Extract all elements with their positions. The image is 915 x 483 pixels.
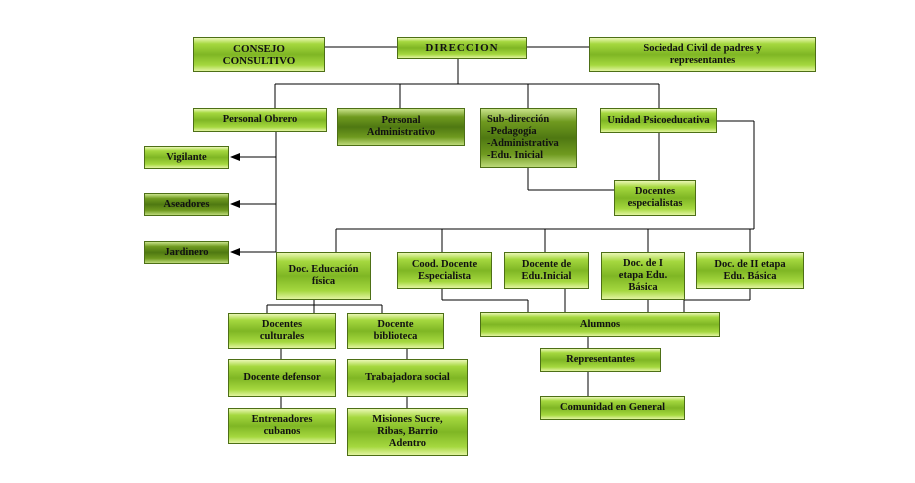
node-misiones: Misiones Sucre, Ribas, Barrio Adentro [347,408,468,456]
node-doc-i-etapa: Doc. de I etapa Edu. Básica [601,252,685,300]
node-consejo-consultivo: CONSEJO CONSULTIVO [193,37,325,72]
node-personal-obrero: Personal Obrero [193,108,327,132]
node-jardinero: Jardinero [144,241,229,264]
node-doc-educacion-fisica: Doc. Educación física [276,252,371,300]
node-representantes: Representantes [540,348,661,372]
node-personal-administrativo: Personal Administrativo [337,108,465,146]
node-unidad-psicoeducativa: Unidad Psicoeducativa [600,108,717,133]
node-docente-defensor: Docente defensor [228,359,336,397]
node-subdireccion: Sub-dirección -Pedagogía -Administrativa… [480,108,577,168]
node-doc-ii-etapa: Doc. de II etapa Edu. Básica [696,252,804,289]
node-docente-edu-inicial: Docente de Edu.Inicial [504,252,589,289]
node-direccion: DIRECCION [397,37,527,59]
node-aseadores: Aseadores [144,193,229,216]
node-docentes-culturales: Docentes culturales [228,313,336,349]
node-entrenadores-cubanos: Entrenadores cubanos [228,408,336,444]
node-comunidad-general: Comunidad en General [540,396,685,420]
node-docentes-especialistas: Docentes especialistas [614,180,696,216]
node-sociedad-civil: Sociedad Civil de padres y representante… [589,37,816,72]
node-cood-docente-especialista: Cood. Docente Especialista [397,252,492,289]
node-docente-biblioteca: Docente biblioteca [347,313,444,349]
node-vigilante: Vigilante [144,146,229,169]
node-alumnos: Alumnos [480,312,720,337]
node-trabajadora-social: Trabajadora social [347,359,468,397]
